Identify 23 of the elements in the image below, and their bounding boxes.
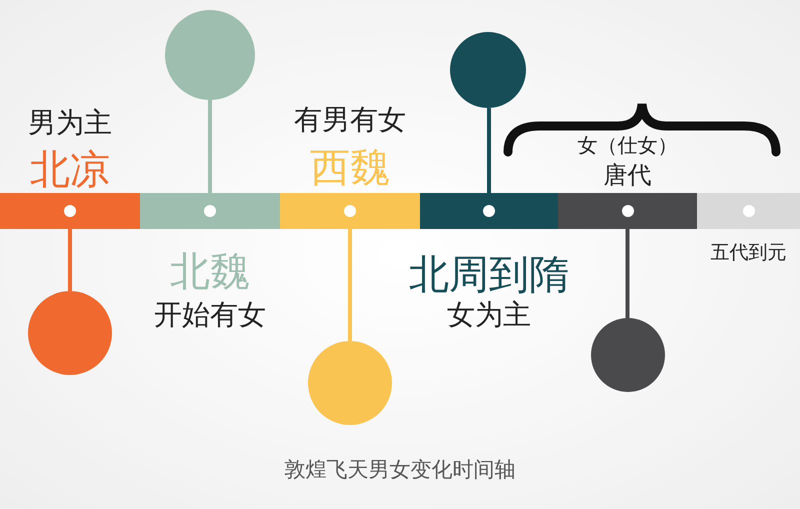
description-label: 男为主 xyxy=(28,109,112,137)
connector-line xyxy=(208,100,212,193)
description-label: 五代到元 xyxy=(710,244,786,262)
caption: 敦煌飞天男女变化时间轴 xyxy=(284,460,516,480)
connector-line xyxy=(348,229,352,341)
timeline-segment xyxy=(140,193,280,229)
description-label: 唐代 xyxy=(604,163,652,187)
description-label: 开始有女 xyxy=(154,301,266,329)
connector-line xyxy=(487,108,491,193)
timeline-segment xyxy=(558,193,697,229)
description-label: 女（仕女） xyxy=(578,135,678,155)
connector-line xyxy=(68,229,72,291)
timeline-segment xyxy=(280,193,420,229)
description-label: 有男有女 xyxy=(294,106,406,134)
period-label: 北魏 xyxy=(170,252,250,292)
period-label: 西魏 xyxy=(310,148,390,188)
period-label: 北凉 xyxy=(30,150,110,190)
connector-line xyxy=(626,229,630,318)
timeline-segment xyxy=(697,193,800,229)
timeline-segment xyxy=(0,193,140,229)
description-label: 女为主 xyxy=(447,301,531,329)
timeline-segment xyxy=(420,193,558,229)
period-label: 北周到隋 xyxy=(409,255,569,295)
